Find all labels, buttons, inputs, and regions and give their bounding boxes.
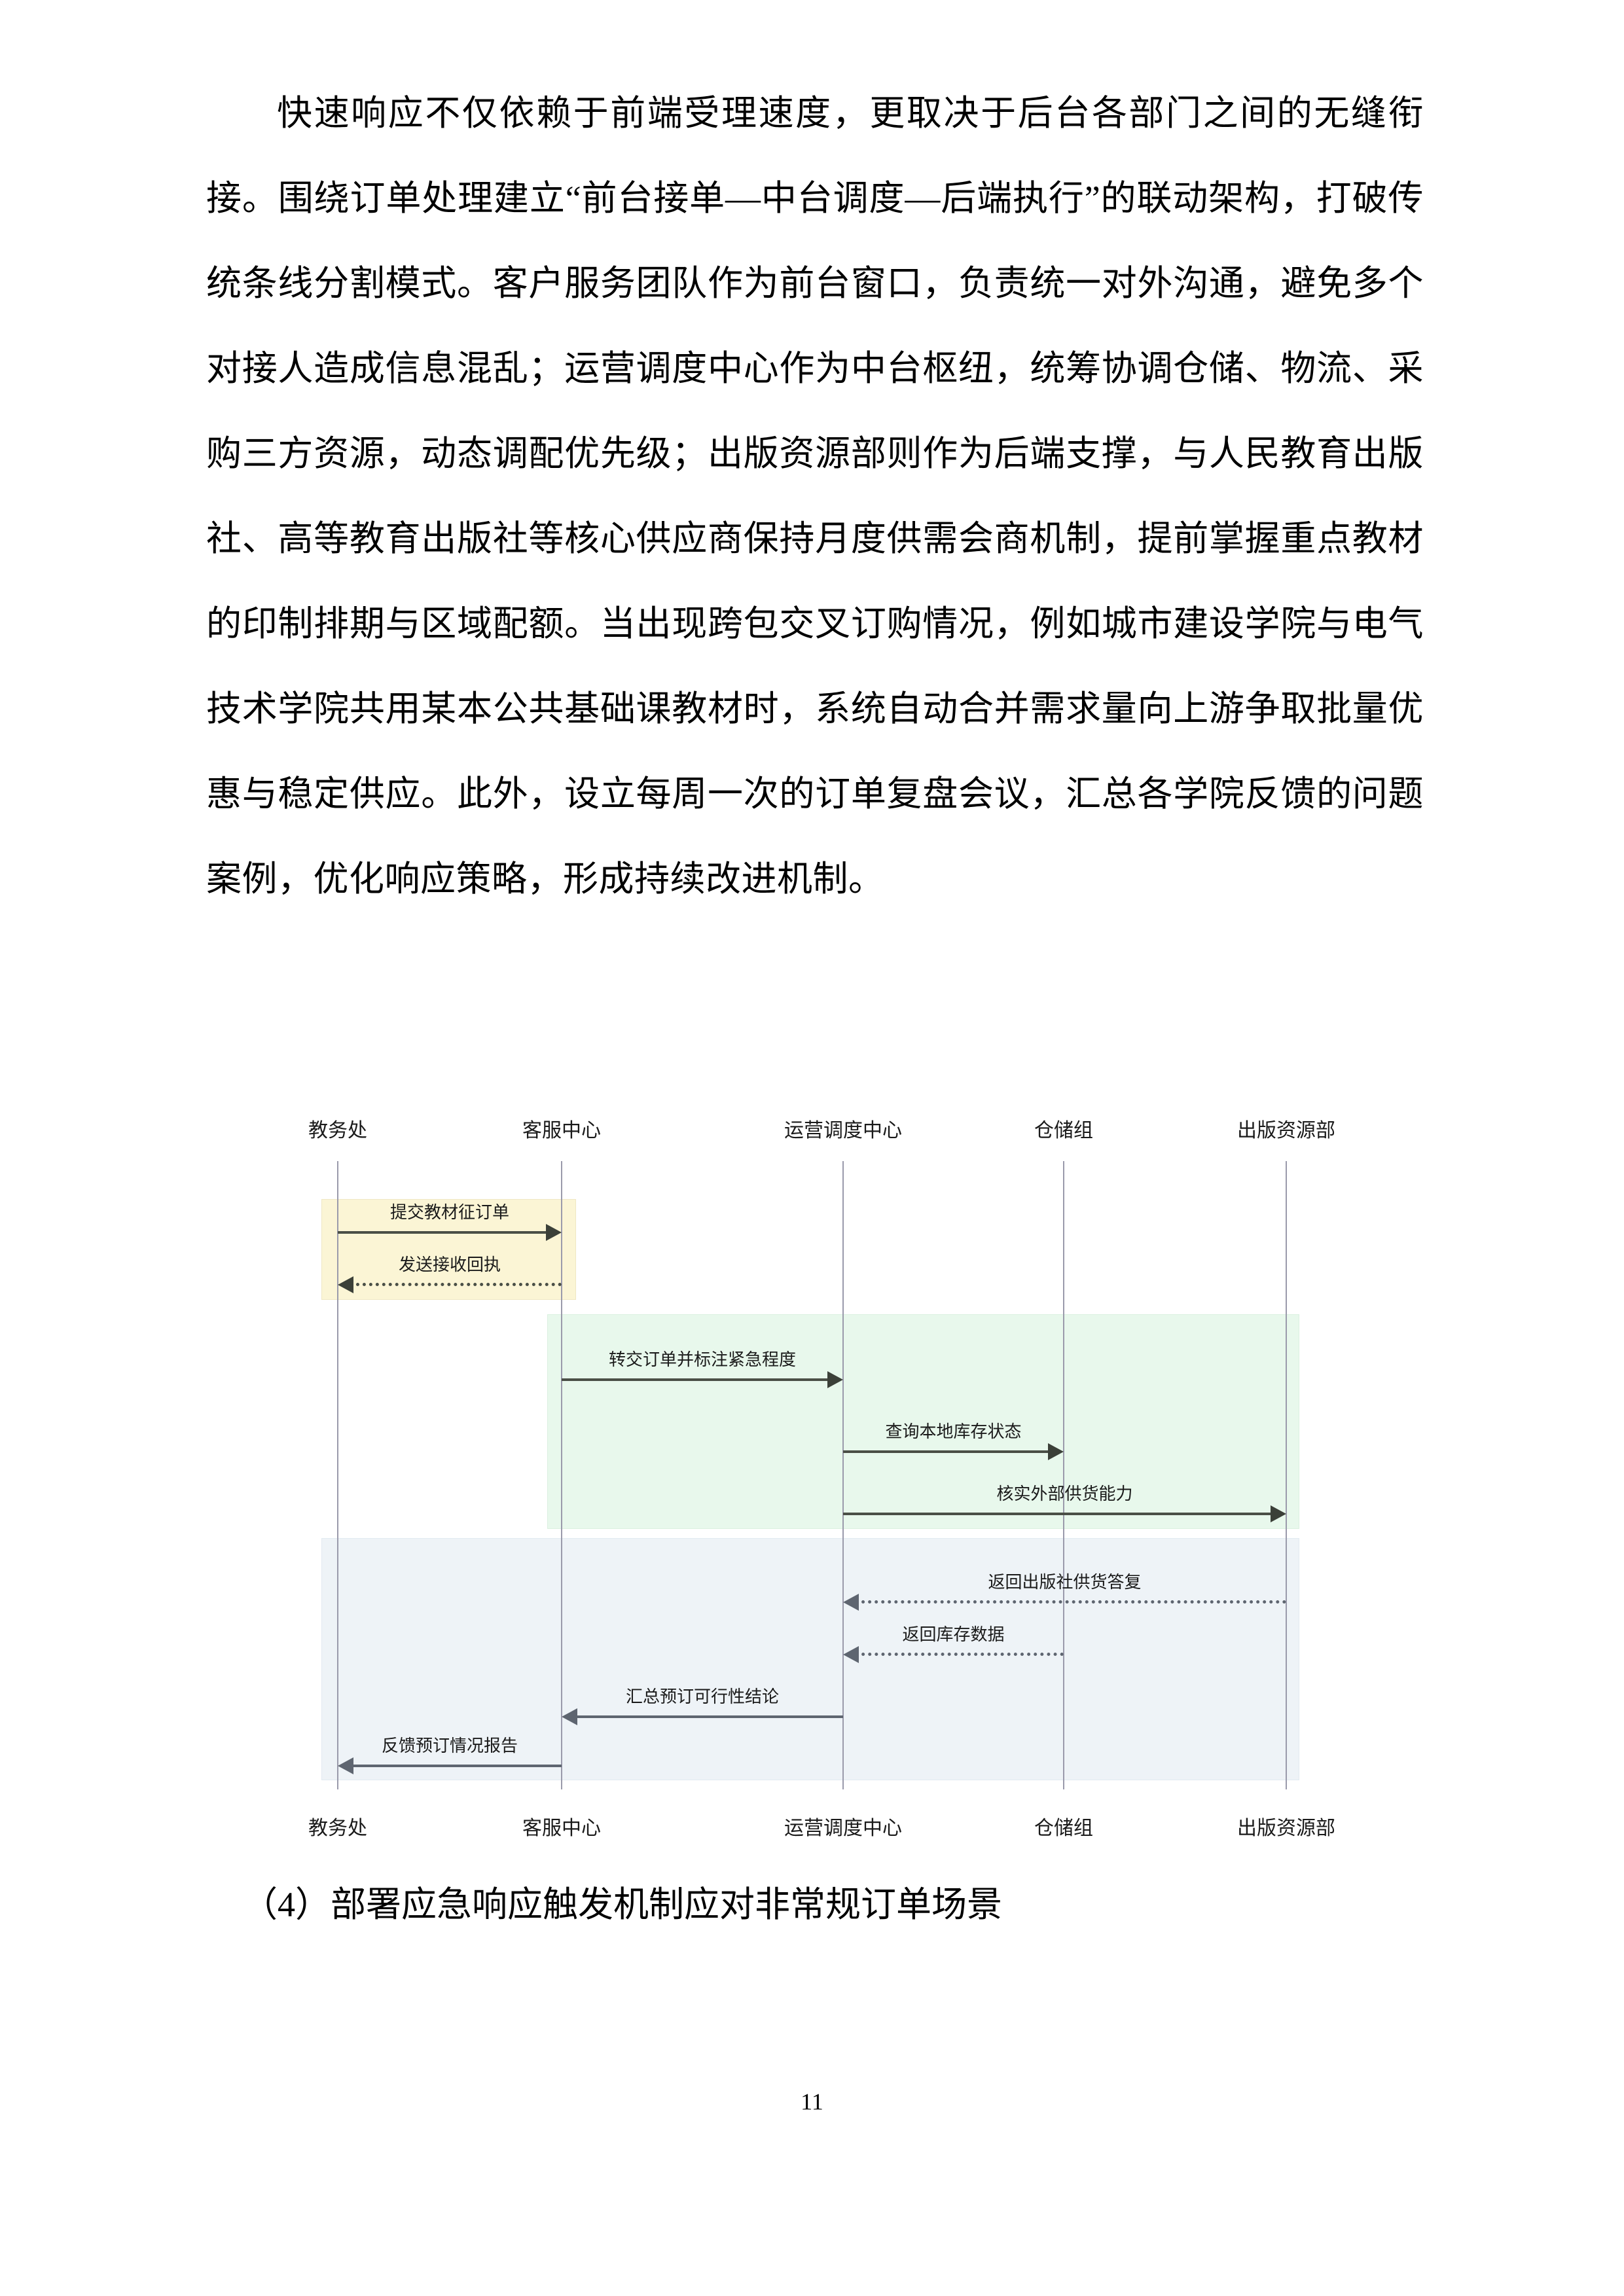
message-label-8: 汇总预订可行性结论 (625, 1687, 780, 1706)
message-line-3 (562, 1378, 831, 1381)
sequence-diagram-canvas: 教务处教务处客服中心客服中心运营调度中心运营调度中心仓储组仓储组出版资源部出版资… (262, 1106, 1388, 1846)
arrow-head-4 (1048, 1443, 1064, 1460)
figure-caption: （4）部署应急响应触发机制应对非常规订单场景 (242, 1885, 1002, 1924)
participant-label-top-4: 仓储组 (1034, 1120, 1093, 1141)
message-1: 提交教材征订单 (338, 1194, 562, 1241)
lifeline-3 (842, 1161, 844, 1789)
message-8: 汇总预订可行性结论 (562, 1679, 843, 1725)
message-label-7: 返回库存数据 (902, 1624, 1005, 1644)
message-line-9 (350, 1765, 562, 1767)
arrow-head-6 (843, 1594, 859, 1611)
lifeline-4 (1063, 1161, 1064, 1789)
arrow-head-1 (546, 1224, 562, 1241)
lifeline-2 (561, 1161, 562, 1789)
participant-label-top-5: 出版资源部 (1237, 1120, 1335, 1141)
message-line-8 (573, 1715, 843, 1718)
message-line-1 (338, 1231, 550, 1234)
body-text-block: 快速响应不仅依赖于前端受理速度，更取决于后台各部门之间的无缝衔接。围绕订单处理建… (206, 71, 1424, 922)
participant-label-bottom-1: 教务处 (308, 1818, 367, 1839)
message-line-2 (350, 1283, 562, 1286)
participant-label-top-3: 运营调度中心 (784, 1120, 902, 1141)
participant-label-bottom-2: 客服中心 (522, 1818, 601, 1839)
message-2: 发送接收回执 (338, 1247, 562, 1293)
participant-label-bottom-5: 出版资源部 (1237, 1818, 1335, 1839)
lifeline-5 (1286, 1161, 1287, 1789)
participant-label-top-1: 教务处 (308, 1120, 367, 1141)
message-label-1: 提交教材征订单 (389, 1202, 510, 1222)
message-label-6: 返回出版社供货答复 (988, 1572, 1142, 1592)
message-label-3: 转交订单并标注紧急程度 (608, 1350, 797, 1369)
message-line-6 (855, 1600, 1286, 1604)
lifeline-1 (337, 1161, 338, 1789)
message-line-4 (843, 1450, 1052, 1453)
message-7: 返回库存数据 (843, 1617, 1064, 1663)
message-label-2: 发送接收回执 (398, 1255, 501, 1274)
phase-band-dispatch (547, 1314, 1299, 1529)
message-line-7 (855, 1653, 1064, 1656)
message-9: 反馈预订情况报告 (338, 1728, 562, 1774)
participant-label-bottom-4: 仓储组 (1034, 1818, 1093, 1839)
arrow-head-3 (827, 1371, 843, 1388)
message-label-5: 核实外部供货能力 (996, 1484, 1133, 1503)
sequence-diagram: 教务处教务处客服中心客服中心运营调度中心运营调度中心仓储组仓储组出版资源部出版资… (262, 1106, 1388, 1846)
page-number: 11 (801, 2089, 823, 2115)
arrow-head-5 (1271, 1505, 1286, 1522)
paragraph-1: 快速响应不仅依赖于前端受理速度，更取决于后台各部门之间的无缝衔接。围绕订单处理建… (206, 94, 1424, 899)
message-label-4: 查询本地库存状态 (885, 1422, 1022, 1441)
participant-label-top-2: 客服中心 (522, 1120, 601, 1141)
message-4: 查询本地库存状态 (843, 1414, 1064, 1460)
message-label-9: 反馈预订情况报告 (381, 1736, 518, 1755)
arrow-head-8 (562, 1708, 577, 1725)
message-3: 转交订单并标注紧急程度 (562, 1342, 843, 1388)
message-6: 返回出版社供货答复 (843, 1564, 1286, 1611)
message-5: 核实外部供货能力 (843, 1476, 1286, 1522)
phase-band-summary (321, 1538, 1299, 1780)
arrow-head-2 (338, 1276, 353, 1293)
message-line-5 (843, 1513, 1274, 1515)
participant-label-bottom-3: 运营调度中心 (784, 1818, 902, 1839)
arrow-head-9 (338, 1757, 353, 1774)
arrow-head-7 (843, 1646, 859, 1663)
